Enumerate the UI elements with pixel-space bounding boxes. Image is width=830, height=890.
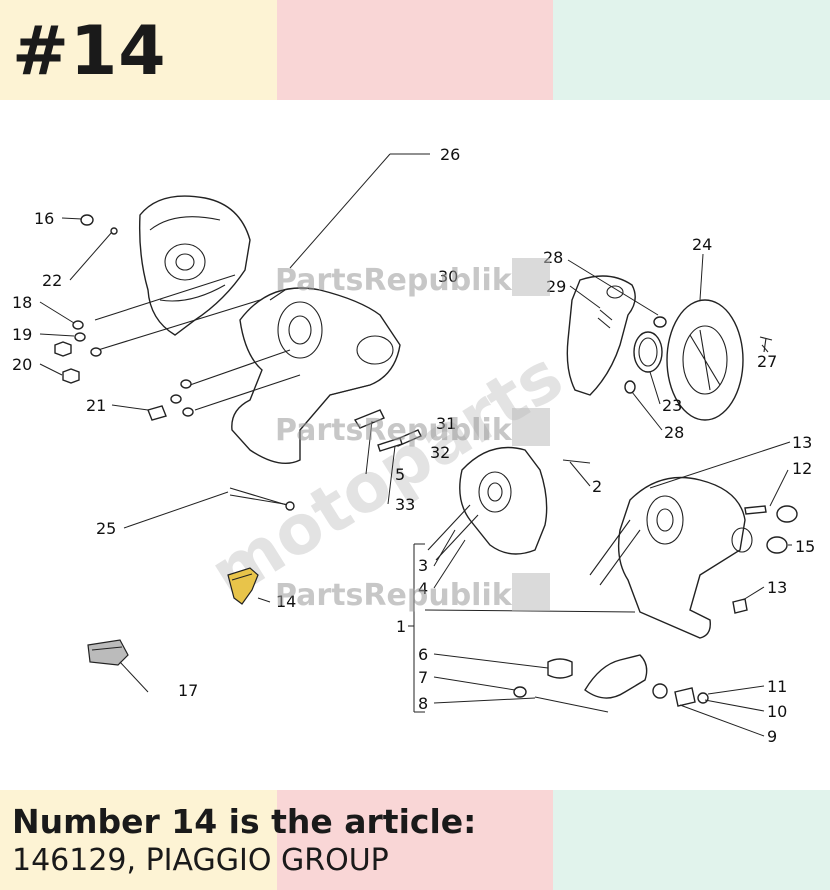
callout-33: 33 [395,495,415,514]
callout-20: 20 [12,355,32,374]
screw-27 [759,336,773,353]
o-rings-28 [624,316,667,394]
callout-labels: 26 16 22 18 19 20 21 25 14 17 30 31 32 5… [12,145,815,746]
callout-6: 6 [418,645,428,664]
callout-26: 26 [440,145,460,164]
callout-28b: 28 [664,423,684,442]
long-bolt-25 [229,487,295,511]
callout-4: 4 [418,579,428,598]
footer-band-yellow [0,790,277,890]
studs-right [427,459,641,586]
callout-8: 8 [418,694,428,713]
axle-assembly [513,654,709,713]
callout-13a: 13 [792,433,812,452]
article-number-maker: 146129, PIAGGIO GROUP [12,843,389,878]
small-pins-center [353,409,422,452]
callout-10: 10 [767,702,787,721]
cover-plate-24 [666,299,744,421]
bushings-right [732,505,798,614]
callout-13b: 13 [767,578,787,597]
engine-case-right-large [617,476,753,639]
exploded-parts-diagram: motoparts [12,145,815,746]
header-band-mint [553,0,830,100]
callout-23: 23 [662,396,682,415]
footer-band-mint [553,790,830,890]
engine-case-left [139,195,251,336]
callout-11: 11 [767,677,787,696]
svg-text:PartsRepublik: PartsRepublik [275,263,513,298]
part-14-highlighted [227,567,259,605]
svg-text:PartsRepublik: PartsRepublik [275,413,513,448]
seal-ring-23 [633,331,663,373]
callout-27: 27 [757,352,777,371]
callout-1: 1 [396,617,406,636]
callout-24: 24 [692,235,712,254]
callout-18: 18 [12,293,32,312]
item-number-title: #14 [12,12,167,91]
callout-5: 5 [395,465,405,484]
callout-7: 7 [418,668,428,687]
callout-14: 14 [276,592,296,611]
article-caption-heading: Number 14 is the article: [12,802,477,841]
header-band-yellow [0,0,277,100]
callout-16: 16 [34,209,54,228]
engine-case-center [231,287,401,464]
engine-case-right-small [459,446,548,555]
callout-29: 29 [546,277,566,296]
header-band [0,0,830,100]
callout-31: 31 [436,414,456,433]
brand-watermark-3: PartsRepublik [275,573,550,613]
callout-12: 12 [792,459,812,478]
brand-watermark-1: PartsRepublik [275,258,550,298]
callout-32: 32 [430,443,450,462]
footer-band [0,790,830,890]
callout-2: 2 [592,477,602,496]
callout-22: 22 [42,271,62,290]
svg-text:PartsRepublik: PartsRepublik [275,578,513,613]
callout-30: 30 [438,267,458,286]
callout-15: 15 [795,537,815,556]
callout-9: 9 [767,727,777,746]
side-cover-29 [566,275,636,396]
callout-25: 25 [96,519,116,538]
callout-19: 19 [12,325,32,344]
brand-watermark-2: PartsRepublik [275,408,550,448]
callout-17: 17 [178,681,198,700]
footer-band-pink [277,790,553,890]
callout-3: 3 [418,556,428,575]
studs-left [94,274,301,506]
callout-21: 21 [86,396,106,415]
header-band-pink [277,0,553,100]
part-17-pad [87,639,129,666]
nuts-washers-left [54,214,194,421]
leader-lines [39,153,792,737]
